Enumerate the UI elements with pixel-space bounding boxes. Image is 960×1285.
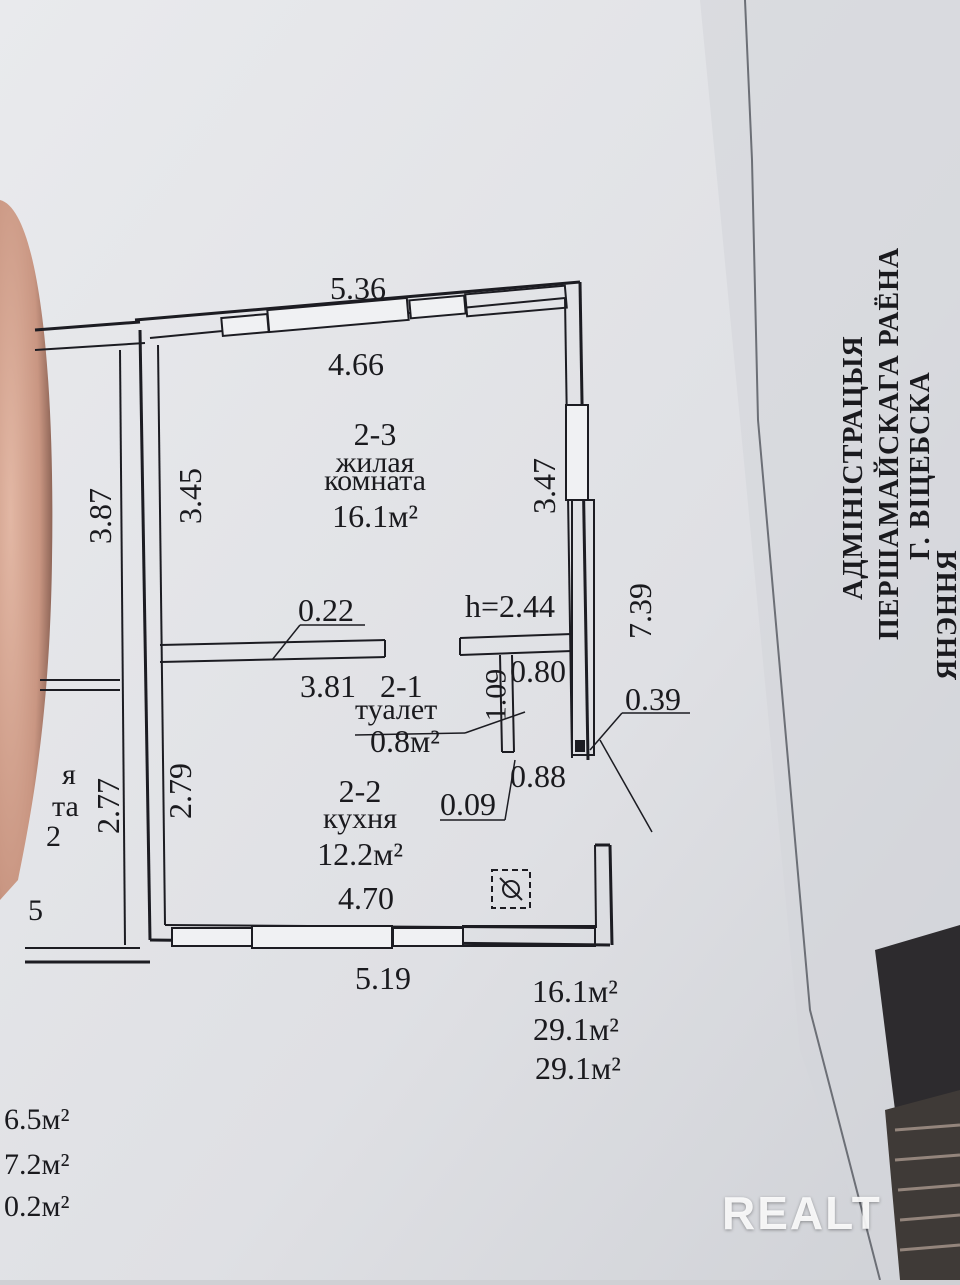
left-height-room: 3.45 [172, 468, 208, 524]
room-2-1-number: 2-1 [380, 668, 423, 704]
toilet-wall: 0.09 [440, 786, 496, 822]
partition [159, 624, 690, 833]
ceiling-height: h=2.44 [465, 588, 556, 624]
stamp-line-2: ПЕРШАМАЙСКАГА РАЁНА [874, 246, 905, 640]
total-2: 29.1м² [533, 1011, 619, 1047]
partition-thickness: 0.22 [298, 592, 354, 628]
neighbor-fragment-4: 5 [28, 894, 43, 927]
room-2-3-name-2: комната [324, 464, 426, 497]
stamp-line-3: Г. ВІЦЕБСКА [905, 371, 936, 560]
total-1: 16.1м² [532, 973, 618, 1009]
stove-icon [491, 869, 531, 909]
neighbor-fragment-1: я [62, 758, 76, 791]
room-2-3-number: 2-3 [353, 416, 397, 452]
left-total-1: 6.5м² [4, 1103, 70, 1136]
left-total-2: 7.2м² [4, 1148, 70, 1181]
neighbor-height: 2.77 [90, 778, 126, 834]
partition-length: 3.81 [300, 668, 356, 704]
toilet-width-top: 0.80 [510, 653, 566, 689]
room-2-3-name-1: жилая [335, 446, 415, 479]
width-inner-bottom: 4.70 [338, 880, 394, 916]
left-total-3: 0.2м² [4, 1190, 70, 1223]
total-3: 29.1м² [535, 1050, 621, 1086]
neighbor-fragment-2: та [52, 790, 79, 823]
outer-left-height: 3.87 [82, 488, 118, 544]
width-outer-bottom: 5.19 [355, 960, 411, 996]
dark-background [875, 925, 960, 1110]
room-2-3-area: 16.1м² [332, 498, 418, 534]
room-2-2-area: 12.2м² [317, 836, 403, 872]
width-outer-top: 5.36 [330, 270, 386, 306]
width-inner-top: 4.66 [328, 346, 384, 382]
neighbor-fragment-3: 2 [46, 820, 61, 853]
realt-watermark: REALT [722, 1187, 882, 1239]
room-2-2-number: 2-2 [338, 773, 382, 809]
wall-width-right: 0.39 [625, 681, 681, 717]
stamp-line-4: ЯНЭННЯ [932, 549, 960, 680]
room-2-2-name: кухня [322, 802, 397, 835]
room-2-1-area: 0.8м² [370, 723, 440, 759]
windows [171, 284, 596, 949]
right-height-room: 3.47 [526, 458, 562, 514]
left-height-kitchen: 2.79 [162, 763, 198, 819]
finger [0, 200, 53, 900]
room-2-1-name: туалет [355, 693, 438, 726]
toilet-length: 1.09 [479, 668, 513, 722]
stamp-line-1: АДМІНІСТРАЦЫЯ [838, 335, 869, 600]
toilet-width-bottom: 0.88 [510, 758, 566, 794]
outer-right-length: 7.39 [622, 583, 658, 639]
